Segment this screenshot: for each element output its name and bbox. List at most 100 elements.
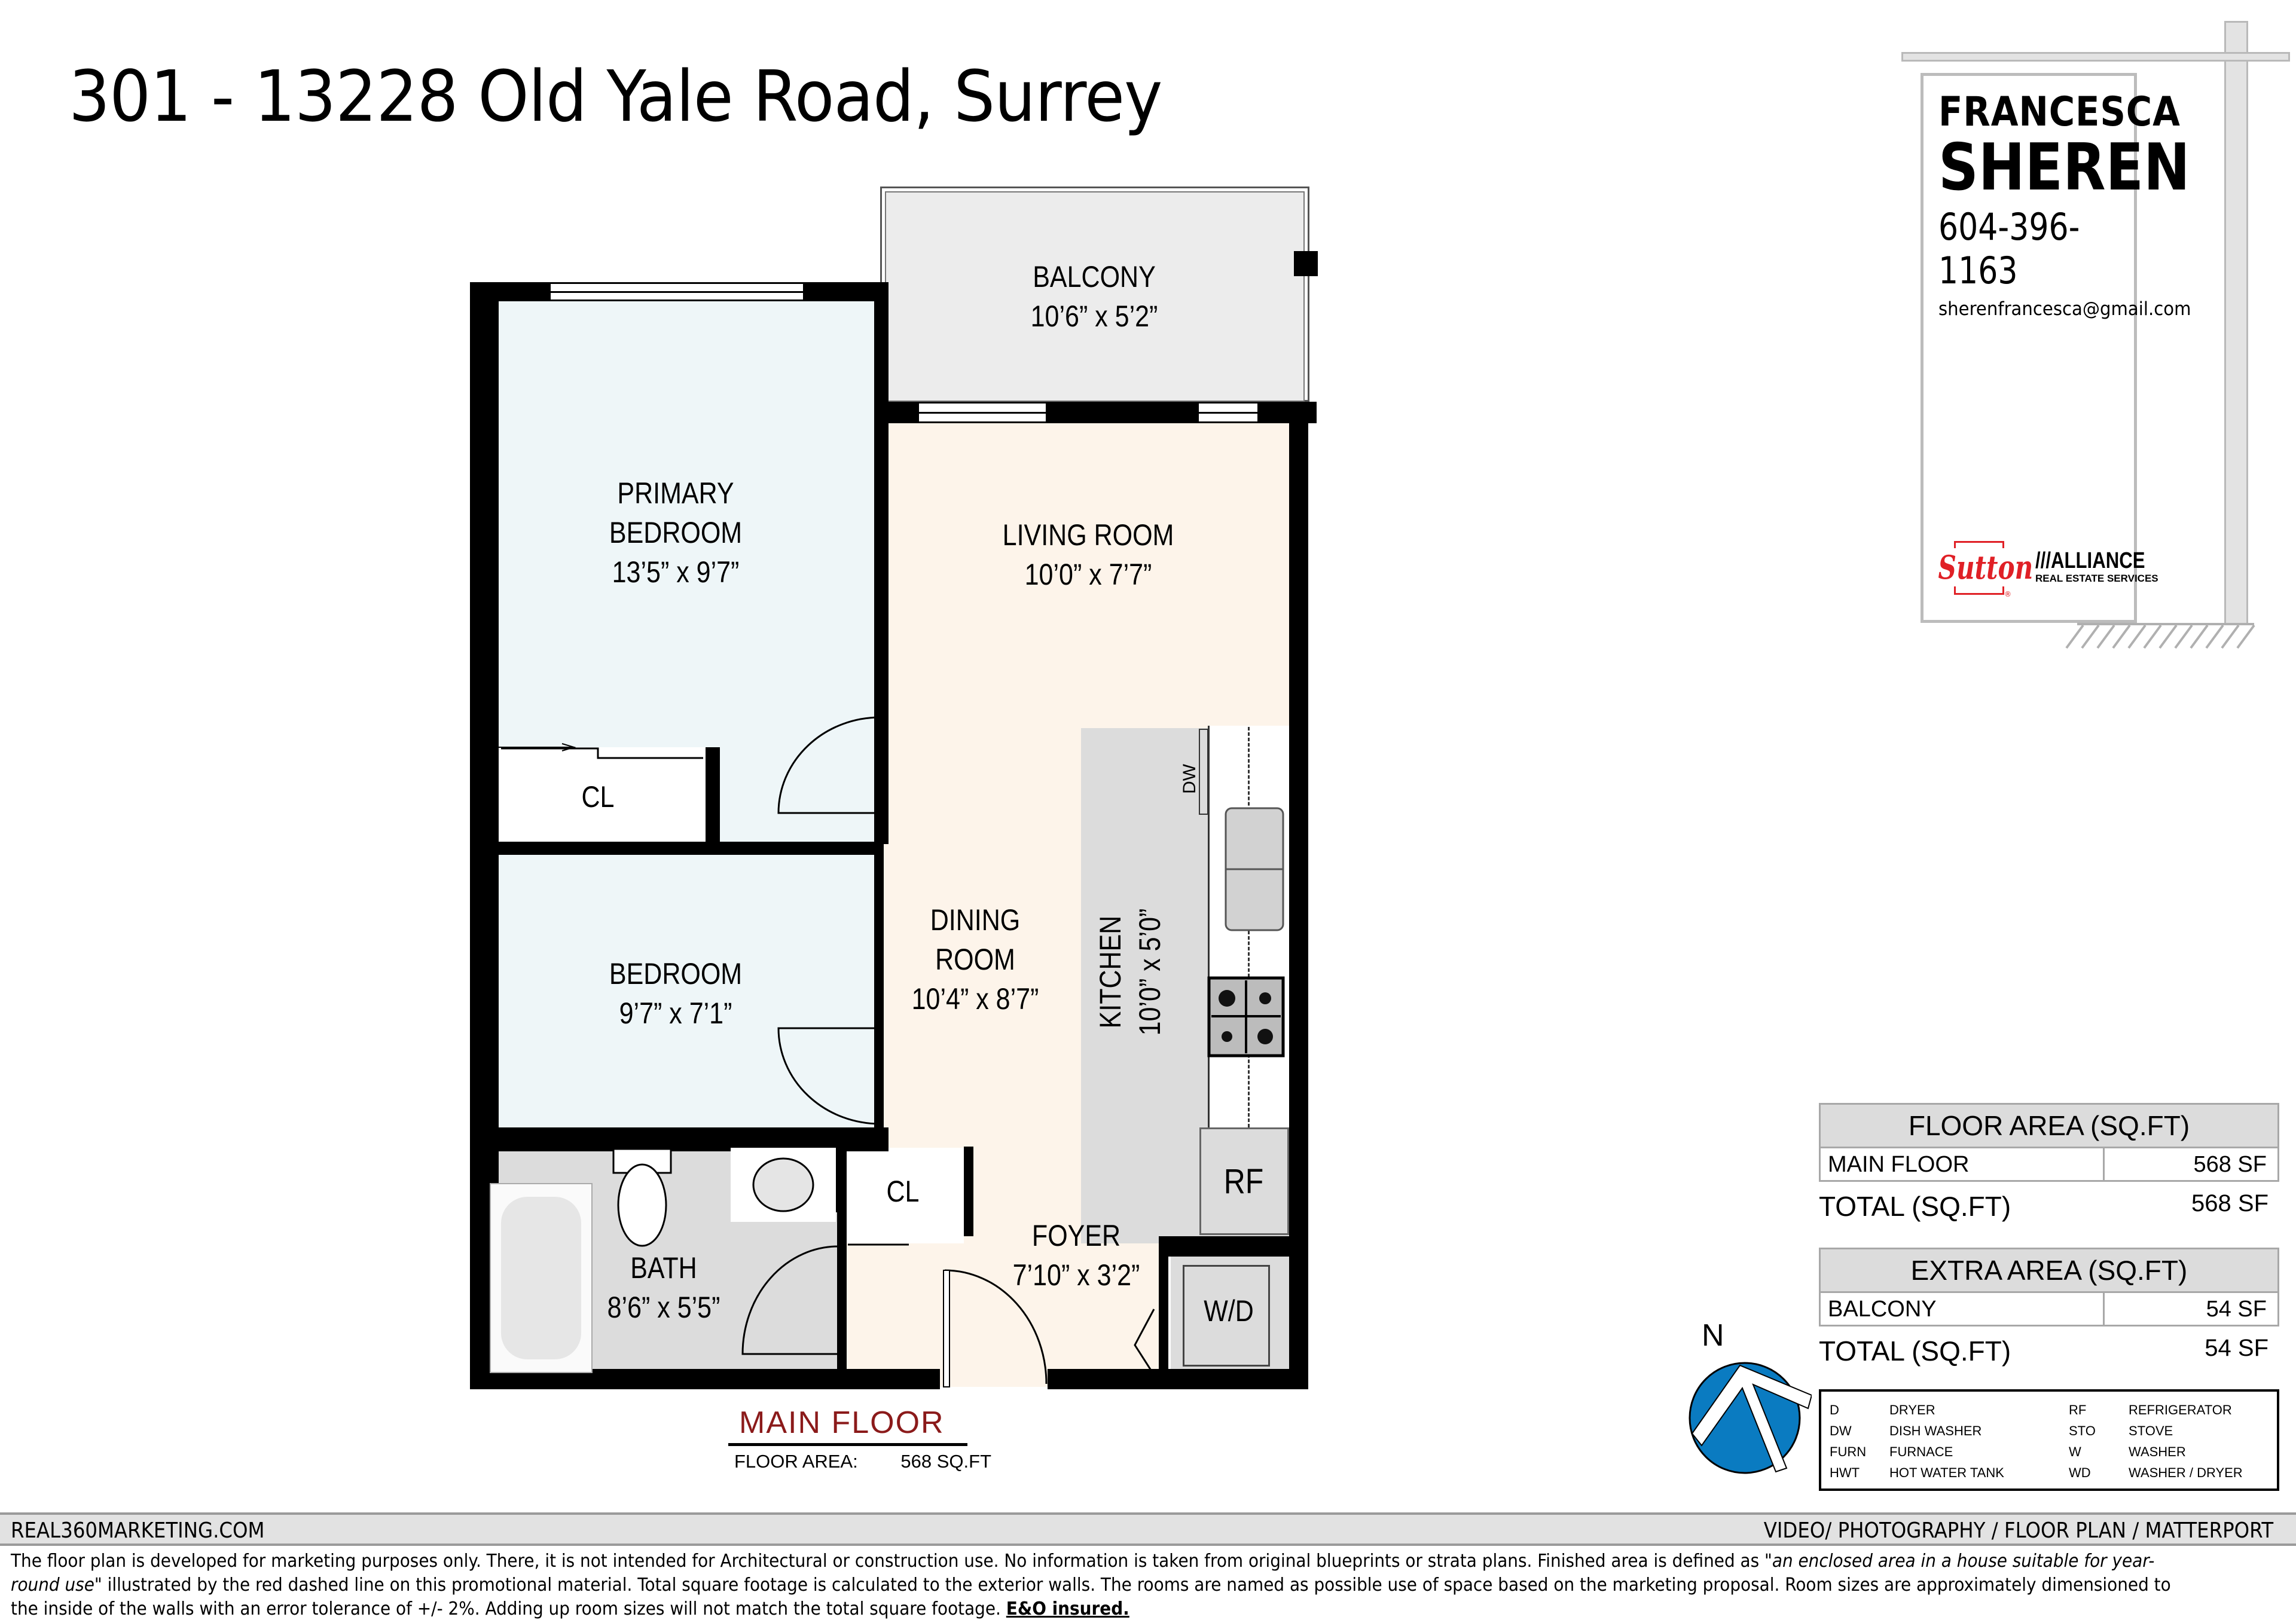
dishwasher-label: DW — [1180, 764, 1199, 794]
wall — [1289, 402, 1308, 1389]
row-label: BALCONY — [1821, 1293, 2105, 1325]
legend-abbr: RF — [2069, 1402, 2087, 1417]
wall — [1159, 1236, 1290, 1257]
window — [549, 282, 805, 301]
bath-label: BATH 8’6” x 5’5” — [607, 1251, 720, 1324]
floor-plan: BALCONY 10’6” x 5’2” — [470, 187, 1318, 1389]
legend-meaning: STOVE — [2129, 1423, 2173, 1438]
closet-1-label: CL — [581, 780, 615, 814]
wall — [964, 1147, 973, 1236]
wall — [1159, 1236, 1168, 1380]
table-row: MAIN FLOOR 568 SF — [1819, 1148, 2279, 1182]
legend-abbr: W — [2069, 1444, 2081, 1459]
alliance-slashes-icon: /// — [2035, 548, 2051, 573]
total-value: 568 SF — [2191, 1190, 2268, 1217]
abbreviation-legend: D DRYER RF REFRIGERATOR DW DISH WASHER S… — [1819, 1389, 2279, 1491]
room-closet-1 — [475, 747, 708, 843]
door-swings — [490, 716, 1285, 1387]
floor-area-table: FLOOR AREA (SQ.FT) MAIN FLOOR 568 SF TOT… — [1819, 1103, 2279, 1222]
legend-abbr: DW — [1830, 1423, 1852, 1438]
wall — [706, 747, 720, 850]
sliding-arrow-head — [1154, 404, 1168, 418]
wall — [1048, 1369, 1308, 1389]
sliding-arrow — [1057, 410, 1165, 412]
refrigerator-label: RF — [1223, 1162, 1264, 1201]
sliding-door — [917, 402, 1048, 423]
agent-first-name: FRANCESCA — [1938, 88, 2181, 136]
floor-caption-rule — [728, 1443, 967, 1446]
extra-area-table: EXTRA AREA (SQ.FT) BALCONY 54 SF TOTAL (… — [1819, 1248, 2279, 1367]
floor-area-total: TOTAL (SQ.FT) 568 SF — [1819, 1190, 2279, 1222]
bedroom-label: BEDROOM 9’7” x 7’1” — [609, 957, 743, 1030]
disclaimer-quote: "an enclosed area in a house suitable fo… — [11, 1551, 2155, 1596]
room-bedroom — [475, 855, 879, 1130]
row-label: MAIN FLOOR — [1821, 1148, 2105, 1180]
ground-hatch-icon — [2065, 623, 2255, 649]
sign-post — [2224, 21, 2248, 625]
dining-room-label: DINING ROOM 10’4” x 8’7” — [911, 903, 1039, 1016]
wall — [837, 1147, 847, 1379]
alliance-tagline: REAL ESTATE SERVICES — [2035, 573, 2158, 584]
agent-sign: FRANCESCA SHEREN 604-396-1163 sherenfran… — [1901, 18, 2296, 652]
extra-area-title: EXTRA AREA (SQ.FT) — [1819, 1248, 2279, 1293]
row-value: 54 SF — [2206, 1297, 2267, 1322]
legend-meaning: WASHER / DRYER — [2129, 1465, 2243, 1480]
legend-meaning: DRYER — [1889, 1402, 1935, 1417]
balcony-label: BALCONY 10’6” x 5’2” — [1030, 260, 1158, 333]
agent-phone[interactable]: 604-396-1163 — [1938, 205, 2080, 292]
legend-abbr: FURN — [1830, 1444, 1867, 1459]
footer-bar: REAL360MARKETING.COM VIDEO/ PHOTOGRAPHY … — [0, 1512, 2296, 1546]
wall — [874, 282, 889, 844]
legend-abbr: HWT — [1830, 1465, 1860, 1480]
refrigerator — [1199, 1127, 1289, 1235]
sign-board — [1921, 73, 2137, 623]
legend-abbr: WD — [2069, 1465, 2091, 1480]
table-row: BALCONY 54 SF — [1819, 1293, 2279, 1326]
agent-last-name: SHEREN — [1938, 130, 2190, 205]
alliance-logo: ///ALLIANCE REAL ESTATE SERVICES — [2035, 548, 2158, 585]
disclaimer-text: The floor plan is developed for marketin… — [11, 1551, 2171, 1619]
legend-meaning: HOT WATER TANK — [1889, 1465, 2004, 1480]
floor-area-title: FLOOR AREA (SQ.FT) — [1819, 1103, 2279, 1148]
legend-meaning: WASHER — [2129, 1444, 2186, 1459]
north-arrow-icon — [1689, 1362, 1812, 1474]
floor-name: MAIN FLOOR — [739, 1405, 945, 1440]
total-value: 54 SF — [2205, 1335, 2268, 1361]
kitchen-label: KITCHEN 10’0” x 5’0” — [1094, 908, 1167, 1036]
wall — [470, 842, 883, 855]
legend-abbr: STO — [2069, 1423, 2096, 1438]
legend-meaning: DISH WASHER — [1889, 1423, 1982, 1438]
legend-meaning: REFRIGERATOR — [2129, 1402, 2232, 1417]
room-balcony — [885, 191, 1305, 402]
sign-arm — [1901, 52, 2290, 62]
washer-dryer-label: W/D — [1204, 1294, 1254, 1328]
floor-area-value: 568 SQ.FT — [900, 1451, 991, 1472]
sutton-wordmark: Sutton — [1937, 548, 2034, 586]
footer-website-link[interactable]: REAL360MARKETING.COM — [11, 1518, 265, 1543]
wall — [874, 825, 884, 1136]
floor-caption: MAIN FLOOR FLOOR AREA: 568 SQ.FT — [728, 1405, 1003, 1472]
total-label: TOTAL (SQ.FT) — [1819, 1335, 2011, 1367]
room-closet-2 — [844, 1148, 964, 1243]
legend-abbr: D — [1830, 1402, 1839, 1417]
living-room-label: LIVING ROOM 10’0” x 7’7” — [1002, 518, 1174, 591]
sutton-registered-mark: ® — [2004, 590, 2011, 598]
eo-insured: E&O insured. — [1006, 1598, 1129, 1619]
row-value: 568 SF — [2193, 1152, 2267, 1177]
alliance-wordmark: ///ALLIANCE — [2035, 548, 2145, 573]
washer-dryer-unit — [1183, 1265, 1270, 1367]
closet-2-label: CL — [886, 1175, 920, 1208]
agent-email[interactable]: sherenfrancesca@gmail.com — [1938, 298, 2191, 320]
compass-north-label: N — [1702, 1318, 1724, 1353]
legend-meaning: FURNACE — [1889, 1444, 1953, 1459]
total-label: TOTAL (SQ.FT) — [1819, 1191, 2011, 1222]
foyer-label: FOYER 7’10” x 3’2” — [1012, 1219, 1140, 1292]
property-address-title: 301 - 13228 Old Yale Road, Surrey — [69, 55, 1162, 137]
primary-bedroom-label: PRIMARY BEDROOM 13’5” x 9’7” — [609, 476, 743, 589]
floor-area-label: FLOOR AREA: — [734, 1451, 858, 1472]
footer-services: VIDEO/ PHOTOGRAPHY / FLOOR PLAN / MATTER… — [1763, 1518, 2273, 1543]
balcony-post — [1294, 251, 1318, 276]
sutton-logo: Sutton ® — [1937, 535, 2034, 598]
room-foyer — [845, 1237, 1162, 1387]
window — [1197, 402, 1259, 423]
